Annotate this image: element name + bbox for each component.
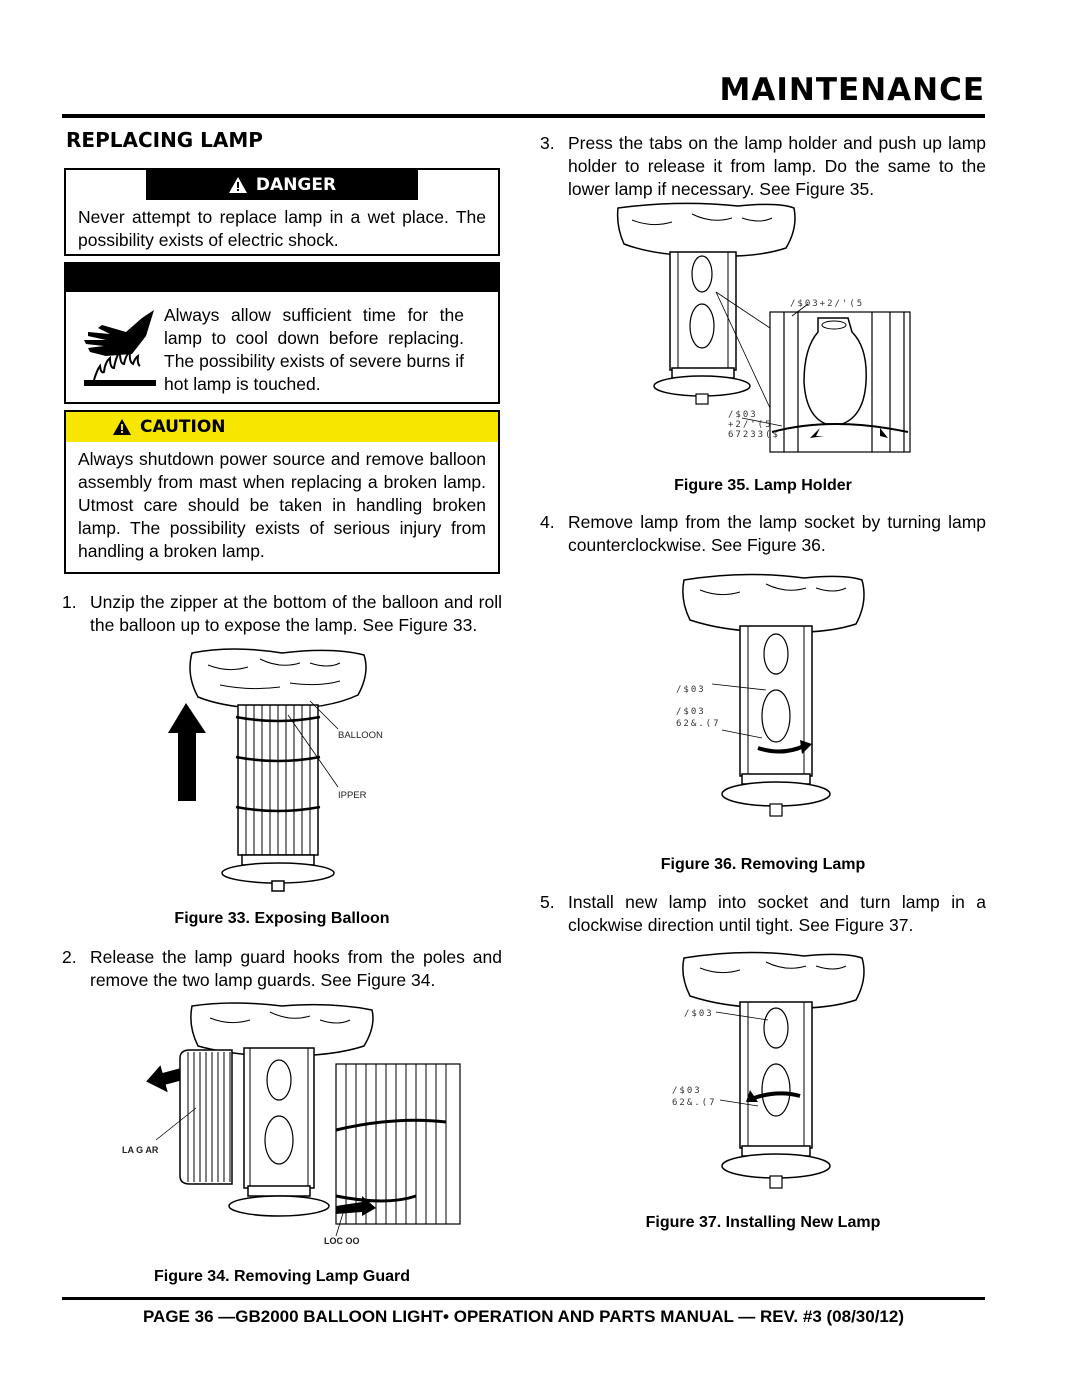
lamp-guard-label: LA G AR (122, 1145, 159, 1155)
figure-33-illustration (168, 648, 367, 892)
footer-rule (62, 1297, 985, 1300)
figure-35-caption: Figure 35. Lamp Holder (674, 477, 852, 494)
section-heading: REPLACING LAMP (66, 128, 263, 152)
step-text: Unzip the zipper at the bottom of the ba… (90, 592, 502, 635)
lock-hook-label: LOC OO (324, 1236, 360, 1246)
lamp-label: /$03 (676, 685, 706, 695)
lamp-socket-label-1: /$03 (676, 707, 706, 717)
figure-37-caption: Figure 37. Installing New Lamp (645, 1214, 881, 1231)
lamp-holder-label: /$03+2/'(5 (790, 299, 865, 309)
figure-35-illustration (616, 202, 911, 453)
step-text: Release the lamp guard hooks from the po… (90, 947, 502, 990)
step-number: 4. (540, 512, 555, 532)
caution-text: Always shutdown power source and remove … (78, 449, 486, 561)
step-number: 5. (540, 892, 555, 912)
zipper-label: IPPER (338, 790, 367, 801)
lamp-holder-stopper-label-2: +2/'(5 (728, 420, 773, 430)
new-lamp-socket-label-1: /$03 (672, 1086, 702, 1096)
lamp-holder-stopper-label-3: 67233($ (728, 430, 780, 440)
header-rule (62, 114, 985, 118)
figure-36-illustration (682, 573, 865, 817)
step-4: 4. Remove lamp from the lamp socket by t… (540, 511, 986, 557)
section-title: MAINTENANCE (719, 72, 985, 108)
step-text: Press the tabs on the lamp holder and pu… (568, 133, 986, 199)
danger-box: DANGER Never attempt to replace lamp in … (64, 168, 500, 256)
caution-box: CAUTION Always shutdown power source and… (64, 410, 500, 574)
lamp-holder-stopper-label-1: /$03 (728, 410, 758, 420)
step-number: 2. (62, 947, 77, 967)
figure-34-caption: Figure 34. Removing Lamp Guard (153, 1268, 411, 1285)
step-number: 3. (540, 133, 555, 153)
figure-33-caption: Figure 33. Exposing Balloon (174, 910, 390, 927)
warning-triangle-icon (228, 177, 247, 193)
caution-label: CAUTION (140, 417, 226, 437)
figure-37-illustration (682, 951, 865, 1189)
page-footer: PAGE 36 —GB2000 BALLOON LIGHT• OPERATION… (142, 1307, 905, 1326)
step-text: Install new lamp into socket and turn la… (568, 892, 986, 935)
step-text: Remove lamp from the lamp socket by turn… (568, 512, 986, 555)
danger-label: DANGER (255, 175, 337, 195)
warning-triangle-icon (113, 419, 131, 435)
step-1: 1. Unzip the zipper at the bottom of the… (62, 591, 502, 637)
danger-header: DANGER (146, 170, 418, 200)
hot-surface-box: Always allow sufficient time for the lam… (64, 262, 500, 404)
step-2: 2. Release the lamp guard hooks from the… (62, 946, 502, 992)
lamp-socket-label-2: 62&.(7 (676, 719, 721, 729)
danger-text: Never attempt to replace lamp in a wet p… (78, 207, 486, 250)
balloon-label: BALLOON (338, 730, 383, 741)
figure-36-caption: Figure 36. Removing Lamp (660, 856, 866, 873)
new-lamp-label: /$03 (684, 1009, 714, 1019)
new-lamp-socket-label-2: 62&.(7 (672, 1098, 717, 1108)
step-5: 5. Install new lamp into socket and turn… (540, 891, 986, 937)
hot-surface-header (66, 264, 498, 292)
step-3: 3. Press the tabs on the lamp holder and… (540, 132, 986, 201)
burning-hand-icon (84, 310, 156, 386)
figure-34-illustration (146, 1002, 461, 1237)
caution-header: CAUTION (66, 412, 498, 442)
step-number: 1. (62, 592, 77, 612)
hot-surface-text: Always allow sufficient time for the lam… (164, 305, 464, 394)
